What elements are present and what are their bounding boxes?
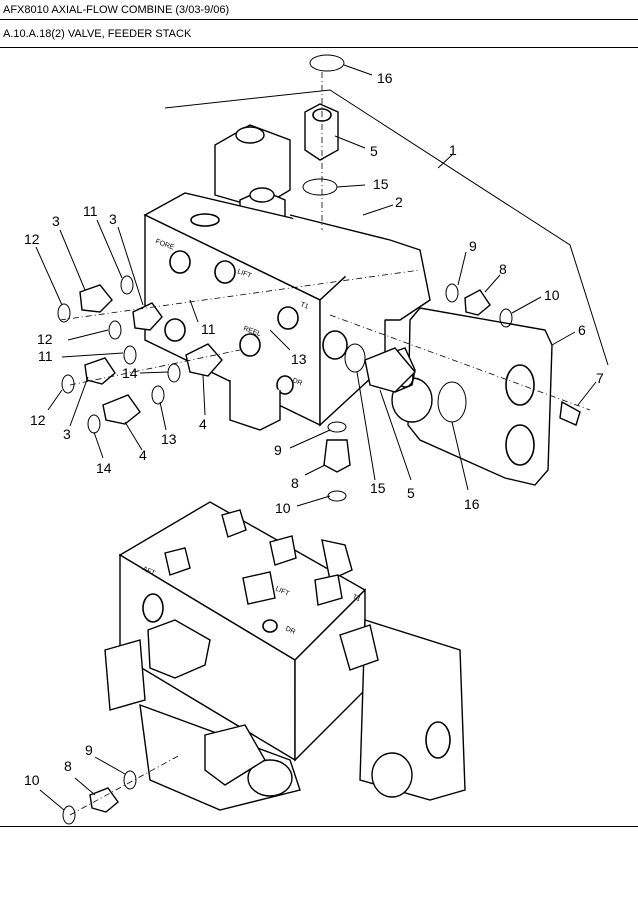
callout-15: 15: [370, 480, 386, 496]
port-label-dr: DR: [291, 377, 303, 387]
callout-8: 8: [64, 758, 72, 774]
callout-8: 8: [499, 261, 507, 277]
callout-4: 4: [199, 416, 207, 432]
callout-9: 9: [274, 442, 282, 458]
callout-3: 3: [63, 426, 71, 442]
lower-valve-assembly: AFT LIFT T1 DR: [104, 501, 466, 811]
callout-9: 9: [85, 742, 93, 758]
callout-2: 2: [395, 194, 403, 210]
callout-14: 14: [122, 365, 138, 381]
right-fittings: [329, 283, 591, 426]
callout-numbers: 1 16 5 15 2 11 3 3 12 9 8 10 6 7 12 11 1…: [24, 70, 604, 788]
callout-6: 6: [578, 322, 586, 338]
callout-11: 11: [83, 203, 98, 219]
header-divider: [0, 47, 638, 48]
top-fitting-group: [302, 54, 345, 230]
callout-16: 16: [464, 496, 480, 512]
port-label-t1: T1: [299, 301, 309, 310]
callout-11: 11: [201, 321, 216, 337]
port-label-t1-lower: T1: [351, 593, 361, 603]
callout-13: 13: [291, 351, 307, 367]
footer-divider: [0, 826, 638, 827]
callout-8: 8: [291, 475, 299, 491]
callout-3: 3: [52, 213, 60, 229]
callout-10: 10: [544, 287, 560, 303]
lower-middle-fittings: [323, 343, 467, 502]
exploded-parts-diagram: FORE LIFT T1 REEL DR: [24, 54, 609, 825]
callout-3: 3: [109, 211, 117, 227]
callout-5: 5: [370, 143, 378, 159]
left-fittings: [57, 269, 421, 434]
upper-valve-block: FORE LIFT T1 REEL DR: [143, 124, 431, 431]
callout-1: 1: [449, 142, 457, 158]
callout-10: 10: [275, 500, 291, 516]
leader-lines: [35, 64, 597, 811]
bottom-left-fittings: [62, 754, 181, 825]
document-title: AFX8010 AXIAL-FLOW COMBINE (3/03-9/06): [0, 0, 638, 20]
port-label-lift: LIFT: [236, 268, 253, 280]
section-title: A.10.A.18(2) VALVE, FEEDER STACK: [3, 28, 192, 40]
callout-11: 11: [38, 348, 53, 364]
callout-12: 12: [37, 331, 53, 347]
callout-12: 12: [30, 412, 46, 428]
callout-10: 10: [24, 772, 40, 788]
callout-15: 15: [373, 176, 389, 192]
assembly-bracket-1: [164, 89, 609, 366]
callout-7: 7: [596, 370, 604, 386]
callout-14: 14: [96, 460, 112, 476]
callout-16: 16: [377, 70, 393, 86]
callout-13: 13: [161, 431, 177, 447]
port-label-dr-lower: DR: [284, 625, 296, 636]
callout-4: 4: [139, 447, 147, 463]
callout-12: 12: [24, 231, 40, 247]
callout-9: 9: [469, 238, 477, 254]
callout-5: 5: [407, 485, 415, 501]
